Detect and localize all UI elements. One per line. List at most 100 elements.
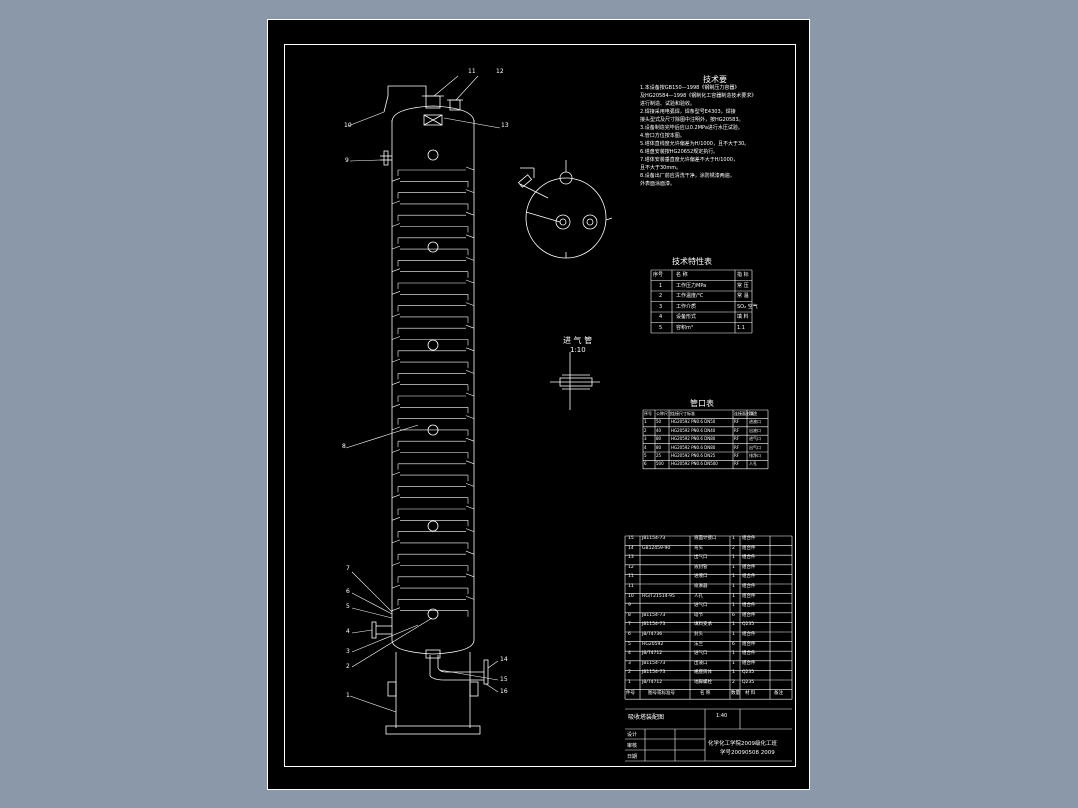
- spec-cell: 4: [659, 314, 663, 320]
- bom-cell: 1: [732, 536, 735, 541]
- callout-number: 2: [346, 663, 350, 670]
- bom-cell: 组合件: [742, 564, 756, 570]
- nozzle-cell: 1: [644, 419, 647, 425]
- bom-cell: 5: [628, 641, 631, 647]
- liquid-seal-pipe: [388, 85, 427, 96]
- callout-number: 11: [468, 68, 476, 75]
- leader-lines: [345, 75, 501, 713]
- nozzle-cell: 80: [656, 444, 662, 450]
- title-row-c: 日期: [627, 754, 638, 760]
- bom-cell: JB1154-73: [642, 670, 666, 676]
- bom-cell: 1: [732, 564, 735, 570]
- bom-cell: 1: [732, 574, 735, 580]
- bom-cell: JB/T4712: [642, 651, 663, 657]
- bom-cell: 组合件: [742, 536, 756, 541]
- nozzle-cell: HG20592 PN0.6 DN500: [671, 461, 718, 467]
- bom-cell: 法兰: [694, 641, 703, 647]
- drawing-sheet: [267, 19, 810, 790]
- base-ring: [385, 725, 481, 735]
- bom-cell: 组合件: [742, 584, 756, 589]
- bom-cell: 组合件: [742, 651, 756, 657]
- bottom-head: [391, 639, 475, 655]
- title-row-b: 审核: [627, 743, 638, 749]
- bom-cell: 弯头: [694, 545, 703, 551]
- callout-number: 4: [346, 628, 350, 635]
- bom-cell: 进气口: [694, 603, 708, 609]
- bom-cell: JB1154-73: [642, 660, 666, 666]
- bom-cell: 7: [628, 622, 631, 628]
- nozzle-header-cell: 用途: [749, 411, 757, 416]
- bom-cell: 组合件: [742, 612, 756, 618]
- nozzle-cell: 500: [656, 461, 664, 467]
- bom-cell: 2: [732, 680, 735, 685]
- bom-cell: 进气口: [694, 651, 708, 657]
- nozzle-cell: 80: [656, 436, 662, 442]
- student-id: 学号20090508 2009: [720, 750, 775, 756]
- callout-number: 8: [342, 443, 346, 450]
- nozzle-cell: 6: [644, 461, 647, 467]
- nozzle-cell: 出气口: [749, 444, 761, 450]
- bom-cell: 6: [732, 641, 735, 647]
- nozzle-cell: RF: [734, 444, 740, 450]
- spec-header-cell: 指 标: [737, 272, 749, 278]
- nozzle-cell: 进液口: [749, 419, 761, 425]
- bom-cell: 3: [628, 660, 631, 666]
- bom-cell: 1: [732, 670, 735, 676]
- tech-note-line: 2.焊接采用电弧焊，焊条型号E4303，焊接: [640, 109, 736, 115]
- bom-cell: 1: [732, 651, 735, 657]
- bom-cell: 4: [628, 651, 631, 657]
- tech-notes-title: 技术要: [703, 75, 727, 84]
- bom-cell: 1: [732, 593, 735, 599]
- tech-note-line: 7.塔体安装垂直度允许偏差不大于H/1000，: [640, 157, 738, 163]
- bom-cell: JB1154-73: [642, 612, 666, 618]
- bom-cell: 人孔: [694, 593, 703, 599]
- bom-cell: 填料支承: [694, 622, 712, 628]
- bom-cell: 1: [732, 603, 735, 609]
- bom-cell: 6: [628, 632, 631, 637]
- spec-cell: 工作压力MPa: [676, 282, 707, 289]
- nozzle-header-cell: 序号: [644, 411, 652, 416]
- nozzle-header-cell: 公称尺寸: [656, 411, 672, 416]
- bom-cell: 2: [732, 545, 735, 551]
- bom-cell: 裙座筒体: [694, 670, 712, 676]
- spec-cell: 5: [659, 324, 663, 331]
- bom-cell: GB12459-90: [642, 545, 671, 551]
- drawing-frame: [284, 44, 796, 767]
- spec-cell: 3: [659, 303, 663, 310]
- bom-cell: 1: [628, 680, 631, 685]
- tech-spec-title: 技术特性表: [672, 257, 712, 266]
- nozzle-cell: HG20592 PN0.6 DN25: [671, 453, 716, 458]
- spec-cell: 1: [659, 282, 663, 289]
- bom-cell: 1: [732, 622, 735, 628]
- nozzle-cell: 5: [644, 453, 647, 458]
- bom-cell: 6: [732, 612, 735, 618]
- spray-distributor: [423, 114, 443, 126]
- nozzle-header-cell: 连接尺寸标准: [671, 411, 695, 416]
- tech-note-line: 1.本设备按GB150—1998《钢制压力容器》: [640, 85, 740, 91]
- bom-cell: 出气口: [694, 555, 708, 561]
- tech-note-line: 进行制造、试验和验收。: [640, 101, 696, 107]
- bom-cell: 13: [628, 555, 634, 561]
- callout-number: 5: [346, 603, 350, 610]
- drawing-scale: 1:40: [716, 713, 728, 719]
- spec-cell: 1.1: [737, 324, 745, 331]
- inlet-detail-label: 进 气 管: [563, 336, 593, 345]
- bom-cell: 液面计接口: [694, 536, 717, 541]
- callout-number: 10: [344, 122, 352, 129]
- nozzle-cell: HG20592 PN0.6 DN40: [671, 427, 716, 433]
- bom-cell: 封头: [694, 632, 703, 637]
- tech-note-line: 外表面涂面漆。: [640, 181, 676, 187]
- nozzle-cell: RF: [734, 419, 740, 425]
- bom-cell: 9: [628, 603, 631, 609]
- bom-cell: JB1154-73: [642, 536, 666, 541]
- nozzle-cell: 进气口: [749, 436, 761, 442]
- top-head: [391, 105, 475, 123]
- bom-cell: 组合件: [742, 593, 756, 599]
- spec-cell: 工作温度/℃: [676, 293, 704, 299]
- spec-cell: 工作介质: [676, 303, 697, 310]
- spec-cell: 2: [659, 293, 663, 299]
- bom-cell: Q235: [742, 622, 755, 628]
- bom-cell: Q235: [742, 680, 755, 685]
- callout-number: 12: [496, 68, 504, 75]
- bom-cell: 组合件: [742, 641, 756, 647]
